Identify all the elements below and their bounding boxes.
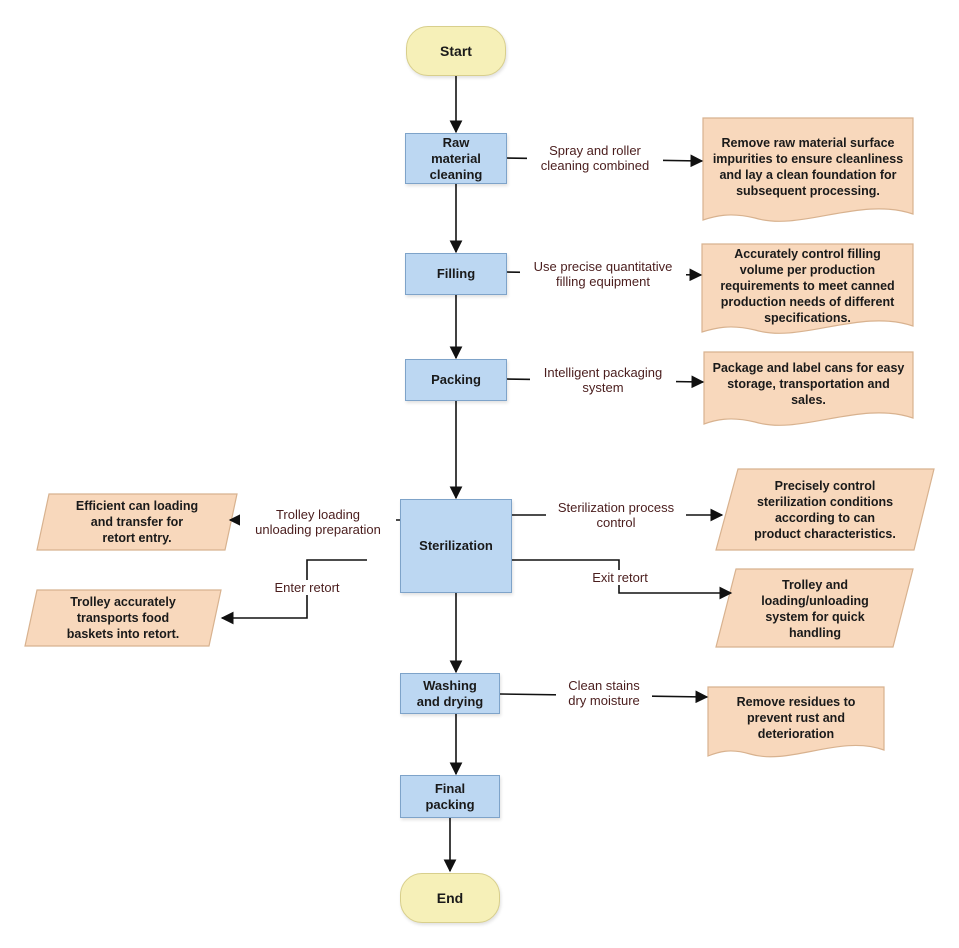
start-terminal: Start [406, 26, 506, 76]
edge-label-packing: Intelligent packaging system [530, 365, 676, 395]
outcome-enter-retort-shape [24, 589, 222, 647]
end-terminal: End [400, 873, 500, 923]
edge-label-washing: Clean stains dry moisture [556, 678, 652, 708]
process-washing-and-drying: Washing and drying [400, 673, 500, 714]
outcome-steril-control-shape [715, 468, 935, 551]
outcome-raw-shape [702, 117, 914, 222]
edge-label-enter-retort: Enter retort [266, 580, 348, 595]
edge-label-raw: Spray and roller cleaning combined [527, 143, 663, 173]
edge-label-steril-control: Sterilization process control [546, 500, 686, 530]
outcome-trolley-prep-shape [36, 493, 238, 551]
process-filling: Filling [405, 253, 507, 295]
edge-label-exit-retort: Exit retort [582, 570, 658, 585]
process-final-packing: Final packing [400, 775, 500, 818]
outcome-washing-shape [707, 686, 885, 758]
edge-label-trolley-prep: Trolley loading unloading preparation [240, 507, 396, 537]
process-raw-material-cleaning: Raw material cleaning [405, 133, 507, 184]
process-packing: Packing [405, 359, 507, 401]
edge-label-filling: Use precise quantitative filling equipme… [520, 259, 686, 289]
process-sterilization: Sterilization [400, 499, 512, 593]
outcome-filling-shape [701, 243, 914, 334]
outcome-exit-retort-shape [715, 568, 914, 648]
outcome-packing-shape [703, 351, 914, 426]
